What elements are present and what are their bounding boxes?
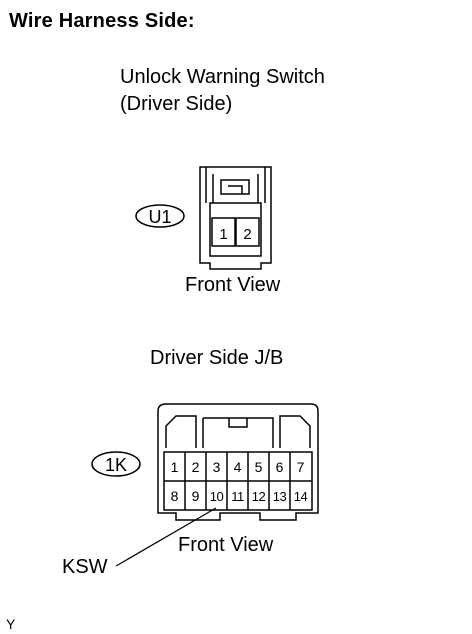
u1-title-line2: (Driver Side): [120, 93, 233, 115]
jb-pin-6: 6: [276, 459, 284, 475]
u1-code-oval: [135, 204, 185, 228]
u1-front-view-label: Front View: [185, 274, 281, 296]
jb-pin-14: 14: [294, 489, 308, 504]
jb-code: 1K: [105, 455, 127, 475]
u1-connector-shell: [199, 166, 272, 270]
jb-pin-5: 5: [255, 459, 263, 475]
figure-mark: Y: [6, 616, 16, 632]
u1-code: U1: [148, 207, 171, 227]
jb-pin-1: 1: [171, 459, 179, 475]
jb-pin-7: 7: [297, 459, 305, 475]
u1-pin-cell-1: [211, 217, 236, 247]
u1-latch: [220, 179, 250, 195]
jb-title: Driver Side J/B: [150, 347, 284, 369]
jb-latch-tab: [228, 418, 248, 428]
ksw-leader-line: [115, 507, 217, 567]
u1-cavity: [209, 202, 262, 257]
jb-pin-8: 8: [171, 488, 179, 504]
u1-left-tab: [205, 167, 214, 203]
jb-code-oval: [91, 451, 141, 477]
jb-right-shoulder: [279, 415, 311, 448]
jb-connector-shell: [157, 403, 319, 521]
jb-latch: [202, 417, 274, 448]
jb-pin-9: 9: [192, 488, 200, 504]
section-heading: Wire Harness Side:: [9, 10, 195, 32]
jb-left-shoulder: [165, 415, 197, 448]
u1-right-tab: [257, 167, 266, 203]
jb-connector: [157, 403, 319, 521]
u1-title-line1: Unlock Warning Switch: [120, 66, 325, 88]
u1-pin-2: 2: [243, 226, 251, 243]
jb-pin-13: 13: [273, 489, 287, 504]
jb-front-view-label: Front View: [178, 534, 274, 556]
u1-pin-1: 1: [219, 226, 227, 243]
u1-connector: [199, 166, 272, 270]
ksw-terminal-label: KSW: [62, 556, 108, 578]
u1-pin-cell-2: [235, 217, 260, 247]
jb-pin-12: 12: [252, 489, 266, 504]
jb-pin-3: 3: [213, 459, 221, 475]
jb-pin-4: 4: [234, 459, 242, 475]
jb-pin-2: 2: [192, 459, 200, 475]
jb-pin-11: 11: [231, 489, 244, 504]
jb-pin-10: 10: [210, 489, 224, 504]
